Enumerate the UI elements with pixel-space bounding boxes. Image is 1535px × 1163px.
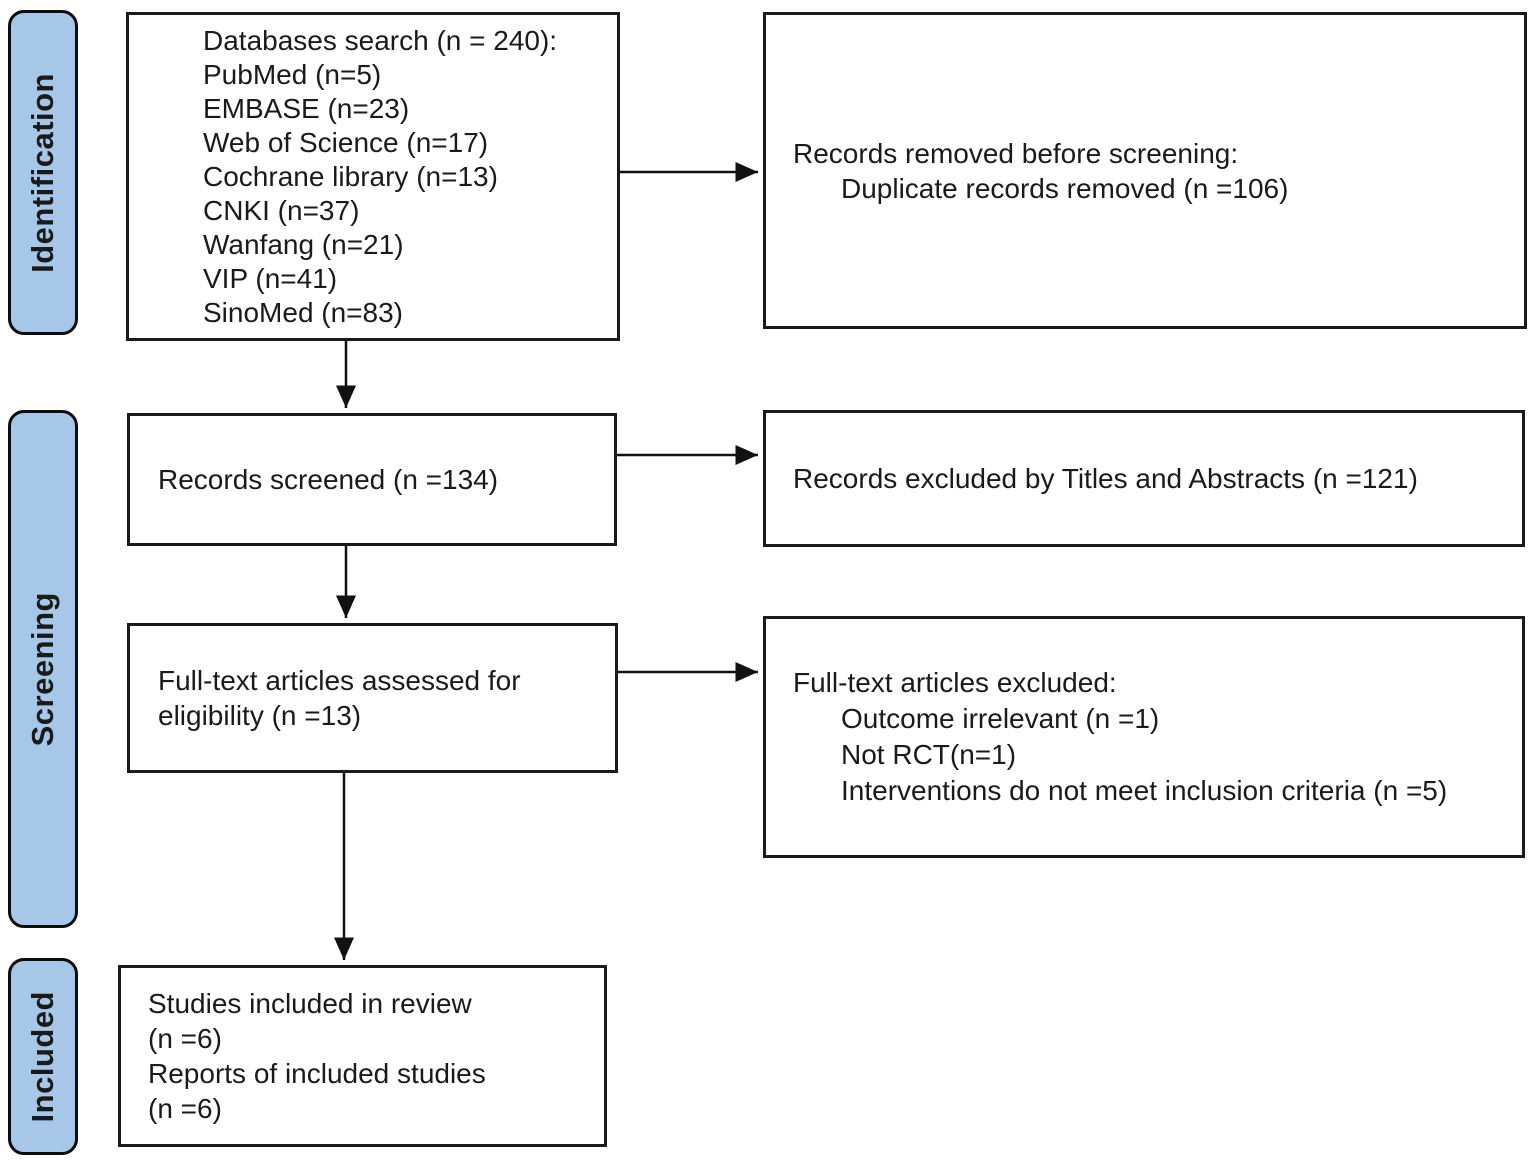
text-line: Records excluded by Titles and Abstracts…	[793, 463, 1418, 494]
box-fulltext-assessed: Full-text articles assessed for eligibil…	[127, 623, 618, 773]
text-line: Outcome irrelevant (n =1)	[841, 703, 1160, 734]
text-line: Web of Science (n=17)	[203, 126, 489, 158]
text-line: Studies included in review	[148, 988, 472, 1019]
stage-band-identification: Identification	[8, 10, 78, 335]
text-line: SinoMed (n=83)	[203, 296, 404, 328]
text-line: (n =6)	[148, 1093, 222, 1124]
text-line: Not RCT(n=1)	[841, 739, 1017, 770]
text-line: EMBASE (n=23)	[203, 92, 410, 124]
text-line: Records screened (n =134)	[158, 464, 499, 495]
box-records-removed: Records removed before screening: Duplic…	[763, 12, 1527, 329]
text-line: Full-text articles assessed for	[158, 665, 521, 696]
text-line: CNKI (n=37)	[203, 194, 360, 226]
stage-label-included: Included	[25, 990, 60, 1123]
text-line: VIP (n=41)	[203, 262, 338, 294]
text-line: Cochrane library (n=13)	[203, 160, 498, 192]
text-line: Full-text articles excluded:	[793, 667, 1117, 698]
text-line: Interventions do not meet inclusion crit…	[841, 775, 1448, 806]
box-records-screened: Records screened (n =134)	[127, 413, 617, 546]
text-line: Wanfang (n=21)	[203, 228, 404, 260]
box-studies-included: Studies included in review (n =6) Report…	[118, 965, 607, 1147]
text-line: PubMed (n=5)	[203, 58, 382, 90]
stage-band-screening: Screening	[8, 410, 78, 928]
stage-label-identification: Identification	[25, 72, 60, 273]
text-line: Databases search (n = 240):	[203, 24, 558, 56]
text-line: Reports of included studies	[148, 1058, 486, 1089]
stage-band-included: Included	[8, 958, 78, 1155]
text-line: (n =6)	[148, 1023, 222, 1054]
text-line: eligibility (n =13)	[158, 700, 362, 731]
box-records-excluded-titles-abstracts: Records excluded by Titles and Abstracts…	[763, 410, 1525, 547]
text-line: Records removed before screening:	[793, 137, 1239, 169]
box-fulltext-excluded: Full-text articles excluded: Outcome irr…	[763, 616, 1525, 858]
box-databases-search: Databases search (n = 240): PubMed (n=5)…	[126, 12, 620, 341]
text-line: Duplicate records removed (n =106)	[841, 172, 1289, 204]
stage-label-screening: Screening	[25, 591, 60, 747]
